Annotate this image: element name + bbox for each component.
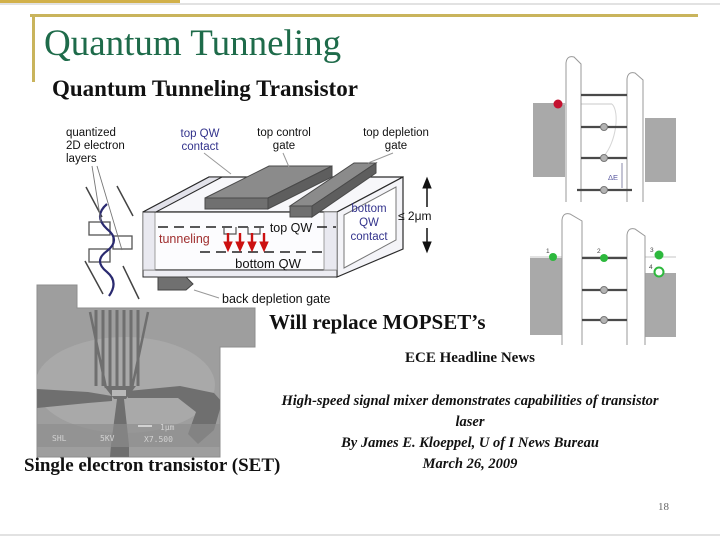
green-electron-dot-2 xyxy=(600,254,608,262)
bottom-qw-contact-label-line3: contact xyxy=(350,231,388,243)
upper-energy-levels xyxy=(577,93,632,192)
step-label-2: 2 xyxy=(597,248,601,255)
step-label-1: 1 xyxy=(546,248,550,255)
quantized-layers-schematic xyxy=(84,165,140,300)
top-qw-contact-label-line2: contact xyxy=(181,141,219,153)
delta-e-label: ΔE xyxy=(608,173,618,182)
quantized-layers-label-line2: 2D electron xyxy=(66,140,125,152)
slide-top-edge xyxy=(0,3,720,5)
sem-lab-label: SHL xyxy=(52,434,67,443)
page-title: Quantum Tunneling xyxy=(44,23,342,64)
sem-gate-fingers xyxy=(94,310,140,386)
green-electron-ring-4 xyxy=(653,266,665,278)
accent-rule-horizontal xyxy=(30,14,698,17)
sem-scalebar-label: 1μm xyxy=(160,423,175,432)
quantized-layers-label-line1: quantized xyxy=(66,127,116,139)
green-electron-dot-1 xyxy=(549,253,557,261)
top-qw-label: top QW xyxy=(270,221,313,235)
top-qw-contact-label-line1: top QW xyxy=(181,128,220,140)
bottom-qw-contact-label-line2: QW xyxy=(359,217,379,229)
page-subtitle: Quantum Tunneling Transistor xyxy=(52,76,358,101)
step-label-4: 4 xyxy=(649,264,653,271)
news-line-3: By James E. Kloeppel, U of I News Bureau xyxy=(341,435,599,451)
back-depletion-gate-label: back depletion gate xyxy=(222,292,330,306)
top-control-gate-label-line2: gate xyxy=(273,140,295,152)
top-control-gate-bar xyxy=(204,165,333,210)
news-line-4: March 26, 2009 xyxy=(422,456,518,472)
lower-left-electrode-block xyxy=(530,258,565,335)
green-electron-dot-3 xyxy=(654,250,664,260)
news-line-1: High-speed signal mixer demonstrates cap… xyxy=(281,393,659,409)
bottom-qw-contact-pad xyxy=(343,186,397,269)
news-line-2: laser xyxy=(455,414,485,430)
red-electron-dot xyxy=(553,99,563,109)
accent-rule-vertical xyxy=(32,14,35,82)
slide-bottom-edge xyxy=(0,534,720,536)
upper-right-barrier xyxy=(626,72,644,202)
transistor-diagram: quantized 2D electron layers top QW cont… xyxy=(66,127,432,306)
news-heading: ECE Headline News xyxy=(404,350,535,366)
energy-diagram-lower: 1 2 3 4 xyxy=(530,213,676,345)
top-depletion-gate-label-line1: top depletion xyxy=(363,127,429,139)
bottom-qw-contact-label-line1: bottom xyxy=(351,203,386,215)
sem-caption: Single electron transistor (SET) xyxy=(24,455,281,476)
lower-left-barrier xyxy=(561,213,583,345)
bottom-qw-label: bottom QW xyxy=(235,256,301,271)
top-control-gate-label-line1: top control xyxy=(257,127,311,139)
back-depletion-gate-tab xyxy=(157,276,194,291)
size-arrow xyxy=(422,176,432,254)
upper-right-electrode-block xyxy=(645,118,676,182)
quantized-layers-label-line3: layers xyxy=(66,153,97,165)
news-block: High-speed signal mixer demonstrates cap… xyxy=(228,391,712,475)
tunneling-arrows xyxy=(223,233,269,253)
upper-left-barrier xyxy=(565,56,582,202)
energy-diagram-upper: ΔE xyxy=(533,56,676,202)
page-number: 18 xyxy=(658,501,669,513)
step-label-3: 3 xyxy=(650,247,654,254)
scale-note-label: ≤ 2μm xyxy=(398,209,432,223)
top-depletion-gate-bar xyxy=(288,162,378,218)
upper-left-electrode-block xyxy=(533,103,565,177)
slab-bottom-strip xyxy=(142,269,338,278)
sem-micrograph: SHL 5KV X7.500 1μm xyxy=(36,284,256,458)
sem-left-electrode xyxy=(37,389,112,408)
sem-voltage-label: 5KV xyxy=(100,434,115,443)
top-depletion-gate-label-line2: gate xyxy=(385,140,407,152)
top-qw-contact-strip xyxy=(142,176,223,213)
lower-right-electrode-block xyxy=(643,273,676,337)
will-replace-text: Will replace MOPSET’s xyxy=(269,310,486,334)
sem-magnification-label: X7.500 xyxy=(144,435,173,444)
tunneling-label: tunneling xyxy=(159,232,210,246)
sem-caption-underline xyxy=(0,0,180,3)
lower-right-barrier xyxy=(626,228,646,345)
